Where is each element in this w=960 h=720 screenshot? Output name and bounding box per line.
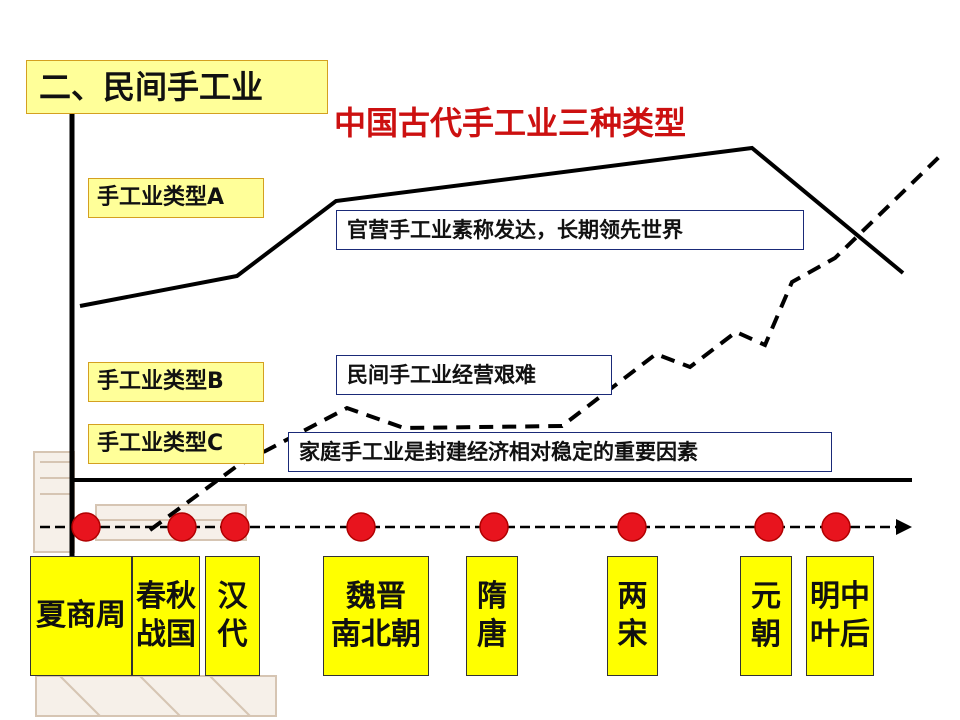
type-b-label: 手工业类型B bbox=[88, 362, 264, 402]
type-c-description: 家庭手工业是封建经济相对稳定的重要因素 bbox=[288, 432, 832, 472]
timeline-node-xia-shang-zhou bbox=[71, 512, 101, 542]
dynasty-box-yuan: 元 朝 bbox=[740, 556, 792, 676]
timeline-node-weijin-nanbeichao bbox=[346, 512, 376, 542]
page-title: 中国古代手工业三种类型 bbox=[334, 104, 687, 142]
dynasty-box-chunqiu-zhanguo: 春秋 战国 bbox=[132, 556, 200, 676]
timeline-arrowhead bbox=[896, 519, 912, 535]
dynasty-box-liang-song: 两 宋 bbox=[607, 556, 658, 676]
type-a-description: 官营手工业素称发达，长期领先世界 bbox=[336, 210, 804, 250]
timeline-node-liang-song bbox=[617, 512, 647, 542]
type-a-label: 手工业类型A bbox=[88, 178, 264, 218]
type-b-trend-line bbox=[148, 154, 942, 532]
dynasty-box-xia-shang-zhou: 夏商周 bbox=[30, 556, 132, 676]
dynasty-box-weijin-nanbeichao: 魏晋 南北朝 bbox=[323, 556, 429, 676]
timeline-node-sui-tang bbox=[479, 512, 509, 542]
dynasty-box-ming: 明中 叶后 bbox=[806, 556, 874, 676]
dynasty-box-han: 汉 代 bbox=[205, 556, 260, 676]
type-b-description: 民间手工业经营艰难 bbox=[336, 355, 612, 395]
timeline-node-ming bbox=[821, 512, 851, 542]
timeline-node-han bbox=[220, 512, 250, 542]
dynasty-box-sui-tang: 隋 唐 bbox=[466, 556, 518, 676]
timeline-node-chunqiu-zhanguo bbox=[167, 512, 197, 542]
type-c-label: 手工业类型C bbox=[88, 424, 264, 464]
section-title: 二、民间手工业 bbox=[26, 60, 328, 114]
timeline-node-yuan bbox=[754, 512, 784, 542]
type-a-trend-line bbox=[79, 145, 905, 308]
